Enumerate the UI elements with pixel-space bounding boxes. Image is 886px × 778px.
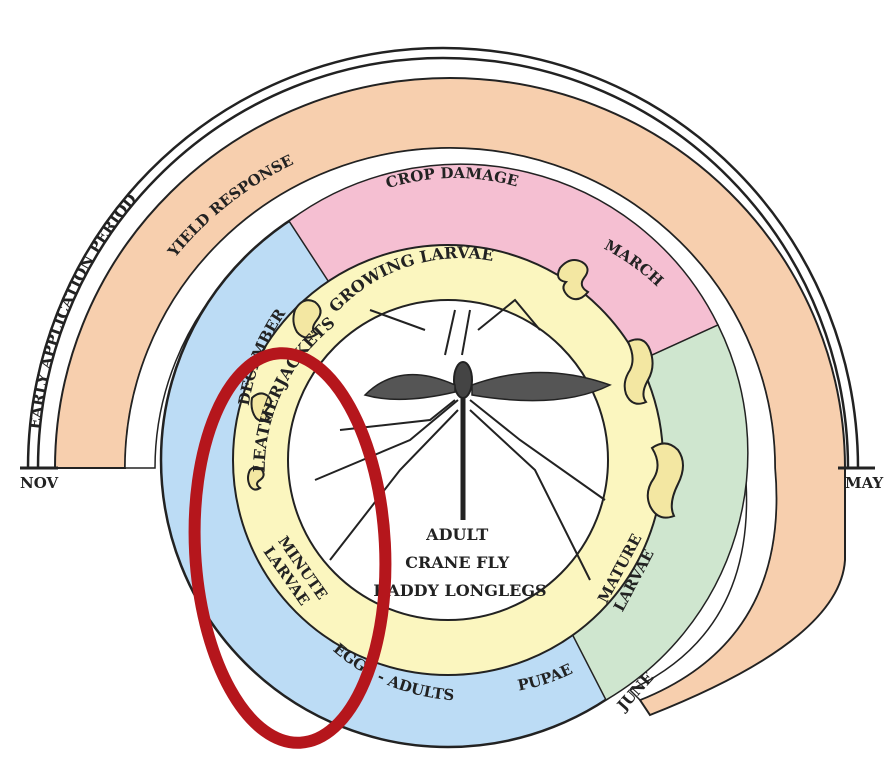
center-disc: [288, 300, 608, 620]
may-label: MAY: [845, 474, 883, 492]
nov-label: NOV: [20, 474, 59, 492]
